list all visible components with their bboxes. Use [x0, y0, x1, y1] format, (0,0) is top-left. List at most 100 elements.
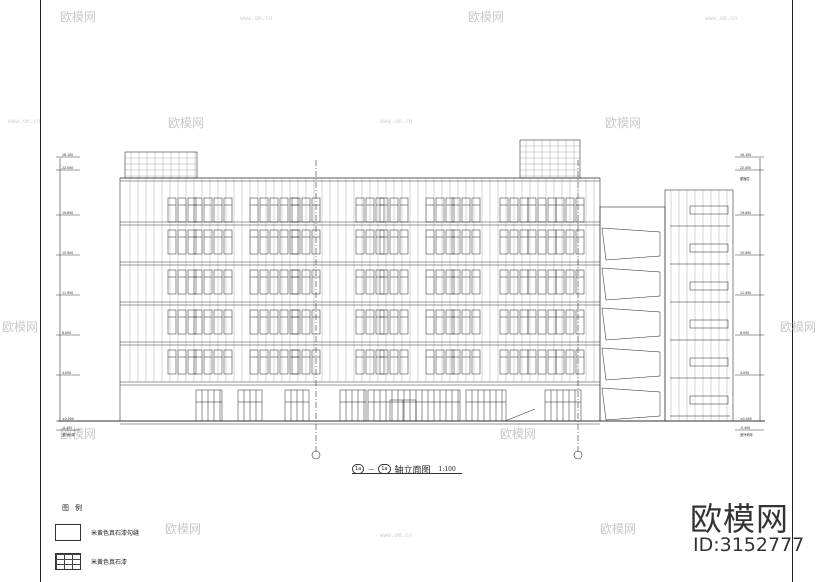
window: [451, 229, 461, 255]
window: [311, 349, 321, 375]
window: [379, 349, 389, 375]
legend-item: 米黄色真石漆: [55, 553, 127, 570]
window: [575, 269, 585, 295]
window: [537, 197, 547, 223]
window: [259, 197, 269, 223]
level-label-left: -0.450: [62, 426, 72, 430]
window: [555, 197, 565, 223]
brand-id-text: ID:3152777: [693, 534, 805, 556]
window: [527, 229, 537, 255]
legend-title: 图例: [62, 504, 88, 512]
window: [187, 269, 197, 295]
window: [187, 349, 197, 375]
window: [379, 197, 389, 223]
window: [499, 229, 509, 255]
window: [451, 269, 461, 295]
window: [289, 229, 299, 255]
watermark-logo: 欧模网: [60, 427, 97, 441]
frame-left-line: [40, 0, 41, 582]
annex-ramp-panel: [601, 227, 661, 261]
drawing-title: 轴立面图: [394, 465, 431, 476]
window: [555, 309, 565, 335]
window: [499, 309, 509, 335]
window: [575, 309, 585, 335]
ground-floor-opening: [339, 389, 367, 422]
watermark-site: www.om.cn: [380, 532, 413, 539]
window: [519, 197, 529, 223]
window: [355, 229, 365, 255]
ground-floor-opening: [465, 389, 507, 422]
window: [279, 197, 289, 223]
title-dash: —: [368, 465, 375, 473]
window: [471, 309, 481, 335]
window: [291, 349, 301, 375]
window: [527, 197, 537, 223]
window: [537, 309, 547, 335]
watermark-logo: 欧模网: [168, 116, 205, 130]
level-label-right: 19.850: [740, 211, 751, 215]
window: [259, 269, 269, 295]
annex-ramp-panel: [601, 387, 661, 421]
window: [435, 269, 445, 295]
annex-stair-block: [664, 189, 734, 422]
window: [167, 349, 177, 375]
window: [203, 229, 213, 255]
window: [451, 309, 461, 335]
window: [289, 309, 299, 335]
ground-floor-opening: [195, 389, 223, 422]
window: [223, 349, 233, 375]
axis-bubble-right: [573, 450, 583, 460]
window: [355, 309, 365, 335]
window: [471, 197, 481, 223]
window: [259, 229, 269, 255]
window: [311, 309, 321, 335]
brand-logo-text: 欧模网: [690, 500, 790, 538]
watermark-logo: 欧模网: [2, 320, 39, 334]
window: [249, 349, 259, 375]
legend-item: 米黄色真石漆勾缝: [55, 524, 139, 541]
window: [499, 269, 509, 295]
window: [575, 197, 585, 223]
window: [223, 197, 233, 223]
window: [499, 349, 509, 375]
window: [259, 349, 269, 375]
window: [355, 349, 365, 375]
window: [399, 269, 409, 295]
window: [425, 349, 435, 375]
window: [187, 197, 197, 223]
window: [177, 309, 187, 335]
stair-landing: [689, 319, 729, 329]
level-label-right: 4.050: [740, 371, 749, 375]
window: [355, 197, 365, 223]
annex-ramp-panel: [601, 347, 661, 381]
ground-note-label: 室外地坪: [740, 432, 754, 437]
window: [355, 269, 365, 295]
window: [435, 197, 445, 223]
window: [223, 229, 233, 255]
window: [289, 349, 299, 375]
window: [451, 349, 461, 375]
window: [399, 197, 409, 223]
legend-label: 米黄色真石漆勾缝: [91, 530, 140, 537]
ground-note-label: 室外地坪: [62, 432, 76, 437]
stair-landing: [689, 281, 729, 291]
window: [177, 229, 187, 255]
window: [167, 269, 177, 295]
watermark-site: www.om.cn: [705, 15, 738, 22]
window: [291, 309, 301, 335]
window: [399, 349, 409, 375]
window: [203, 269, 213, 295]
window: [177, 269, 187, 295]
window: [537, 349, 547, 375]
window: [575, 349, 585, 375]
roof-tower-left: [124, 151, 198, 179]
frame-right-line: [792, 0, 793, 582]
legend-swatch-grid: [55, 553, 81, 570]
window: [177, 349, 187, 375]
level-label-right: 15.900: [740, 251, 751, 255]
drawing-scale: 1:100: [438, 465, 456, 473]
watermark-logo: 欧模网: [780, 320, 817, 334]
window: [519, 269, 529, 295]
axis-bubble-left: [311, 450, 321, 460]
stair-landing: [689, 205, 729, 215]
